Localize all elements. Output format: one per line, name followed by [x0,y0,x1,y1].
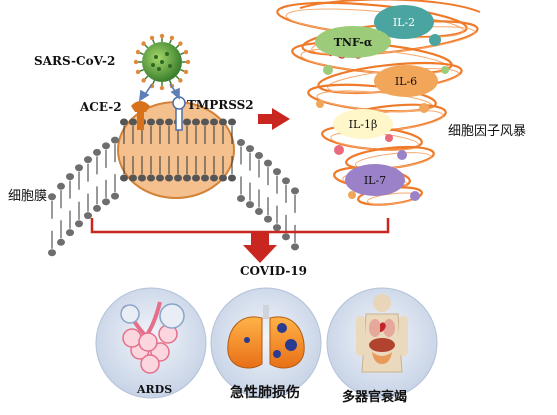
membrane-label: 细胞膜 [8,189,48,204]
cytokine-storm-label: 细胞因子风暴 [448,124,527,139]
cytokine-il7-label: IL-7 [364,174,386,187]
outcome-organ-failure [326,287,438,399]
virus-icon [133,33,191,91]
cytokine-il1b-label: IL-1β [349,118,378,131]
cell-membrane-group [48,101,299,257]
tmprss2-label: TMPRSS2 [187,98,254,112]
ards-label: ARDS [137,383,173,396]
lungs-icon [227,305,305,369]
cytokine-il6: IL-6 [374,65,438,97]
cytokine-il6-label: IL-6 [395,75,417,88]
outcome-lung-injury [210,287,322,399]
bracket-connector [90,218,390,234]
lung-injury-label: 急性肺损伤 [230,385,300,401]
cytokine-il1b: IL-1β [333,109,393,139]
outcome-ards [95,287,207,399]
cytokine-tnf-label: TNF-α [334,36,373,49]
virus-label: SARS-CoV-2 [34,54,116,68]
cytokine-il2: IL-2 [374,5,434,39]
body-organs-icon [356,294,408,373]
cytokine-il7: IL-7 [345,164,405,196]
down-arrow [243,232,277,263]
arrow-to-cytokine-storm [258,108,290,130]
lipid-bilayer [48,118,299,257]
covid-label: COVID-19 [240,264,308,278]
alveoli-icon [120,301,185,374]
ace2-receptor [131,101,150,130]
cytokine-tnf: TNF-α [315,26,391,58]
organ-failure-label: 多器官衰竭 [342,390,408,405]
ace2-label: ACE-2 [80,100,122,114]
cytokine-il2-label: IL-2 [393,16,415,29]
cytokine-particles [316,34,449,201]
binding-arrows [139,83,180,102]
